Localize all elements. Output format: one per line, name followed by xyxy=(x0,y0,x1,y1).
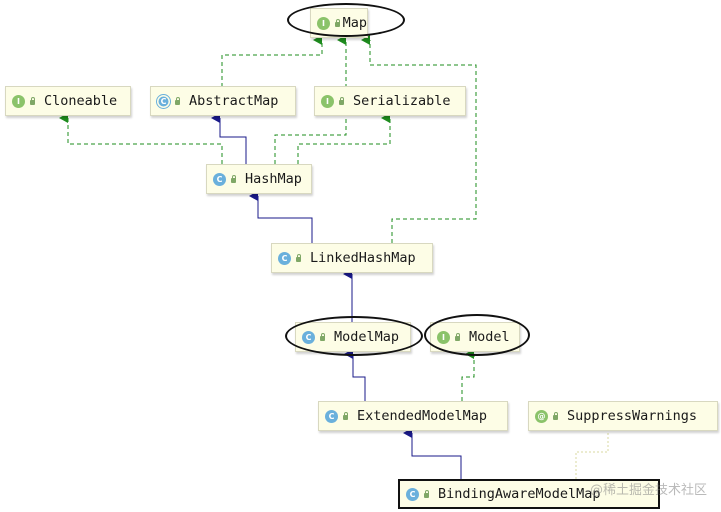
edge-bindingaware-extendedmodelmap xyxy=(403,428,462,479)
edge-hashmap-cloneable xyxy=(59,113,223,164)
edge-linkedhashmap-map xyxy=(361,35,477,243)
edge-bindingaware-suppresswarnings xyxy=(575,433,609,479)
lock-icon xyxy=(422,489,431,499)
node-label: Serializable xyxy=(353,93,451,109)
annotation-icon: @ xyxy=(535,409,548,423)
lock-icon xyxy=(294,253,303,263)
node-hashmap[interactable]: C HashMap xyxy=(206,164,312,194)
lock-icon xyxy=(318,332,327,342)
interface-icon: I xyxy=(437,330,450,344)
lock-icon xyxy=(453,332,462,342)
node-label: SuppressWarnings xyxy=(567,408,698,424)
edge-abstractmap-map xyxy=(221,35,323,87)
node-label: HashMap xyxy=(245,171,302,187)
node-suppresswarnings[interactable]: @ SuppressWarnings xyxy=(528,401,718,431)
node-model[interactable]: I Model xyxy=(430,322,520,352)
node-serializable[interactable]: I Serializable xyxy=(314,86,466,116)
class-icon: C xyxy=(302,330,315,344)
abstract-class-icon: C xyxy=(157,94,170,108)
watermark-text: @稀土掘金技术社区 xyxy=(589,483,707,498)
node-label: AbstractMap xyxy=(189,93,279,109)
lock-icon xyxy=(341,411,350,421)
node-label: LinkedHashMap xyxy=(310,250,416,266)
edge-extendedmodelmap-modelmap xyxy=(344,349,366,401)
node-extendedmodelmap[interactable]: C ExtendedModelMap xyxy=(318,401,508,431)
lock-icon xyxy=(333,18,340,28)
node-label: ExtendedModelMap xyxy=(357,408,488,424)
lock-icon xyxy=(173,96,182,106)
node-modelmap[interactable]: C ModelMap xyxy=(295,322,411,352)
node-bindingawaremodelmap[interactable]: C BindingAwareModelMap xyxy=(398,479,660,509)
node-label: BindingAwareModelMap xyxy=(438,486,601,502)
edge-hashmap-serializable xyxy=(297,113,391,164)
node-label: Cloneable xyxy=(44,93,118,109)
interface-icon: I xyxy=(12,94,25,108)
node-cloneable[interactable]: I Cloneable xyxy=(5,86,131,116)
interface-icon: I xyxy=(317,16,330,30)
lock-icon xyxy=(28,96,37,106)
node-label: ModelMap xyxy=(334,329,400,345)
class-icon: C xyxy=(406,487,419,501)
class-icon: C xyxy=(213,172,226,186)
class-icon: C xyxy=(325,409,338,423)
interface-icon: I xyxy=(321,94,334,108)
node-map[interactable]: I Map xyxy=(310,8,368,38)
lock-icon xyxy=(551,411,560,421)
lock-icon xyxy=(337,96,346,106)
node-linkedhashmap[interactable]: C LinkedHashMap xyxy=(271,243,433,273)
edge-extendedmodelmap-model xyxy=(461,349,475,401)
lock-icon xyxy=(229,174,238,184)
edge-linkedhashmap-hashmap xyxy=(249,191,313,243)
edge-hashmap-abstractmap xyxy=(211,113,247,164)
node-label: Map xyxy=(342,15,367,31)
node-label: Model xyxy=(469,329,510,345)
node-abstractmap[interactable]: C AbstractMap xyxy=(150,86,296,116)
class-icon: C xyxy=(278,251,291,265)
